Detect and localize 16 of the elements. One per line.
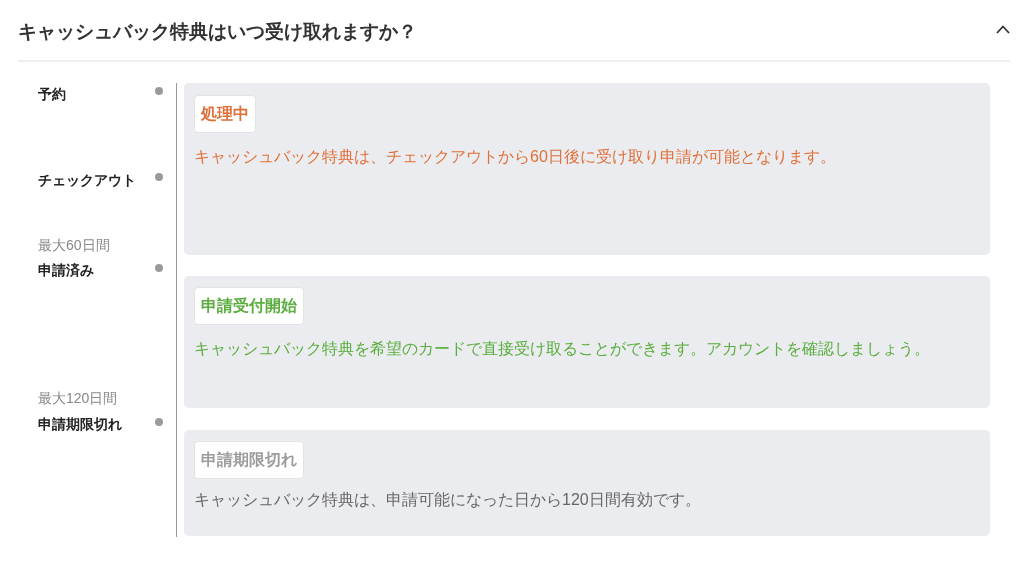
- timeline-step-label: チェックアウト: [38, 171, 136, 190]
- status-tag: 申請期限切れ: [194, 441, 304, 479]
- faq-question: キャッシュバック特典はいつ受け取れますか？: [18, 20, 417, 44]
- status-card: [184, 83, 990, 255]
- status-card: [184, 430, 990, 536]
- duration-label: 最大120日間: [38, 389, 118, 408]
- duration-label: 最大60日間: [38, 236, 110, 255]
- timeline-step-label: 申請期限切れ: [38, 415, 122, 434]
- timeline-step-label: 申請済み: [38, 261, 94, 280]
- status-tag: 申請受付開始: [194, 287, 304, 325]
- status-card: [184, 276, 990, 408]
- status-description: キャッシュバック特典は、チェックアウトから60日後に受け取り申請が可能となります。: [194, 147, 837, 167]
- status-tag: 処理中: [194, 95, 256, 133]
- timeline-step-label: 予約: [38, 85, 66, 104]
- status-description: キャッシュバック特典を希望のカードで直接受け取ることができます。アカウントを確認しましょう。: [194, 339, 931, 359]
- status-description: キャッシュバック特典は、申請可能になった日から120日間有効です。: [194, 490, 702, 510]
